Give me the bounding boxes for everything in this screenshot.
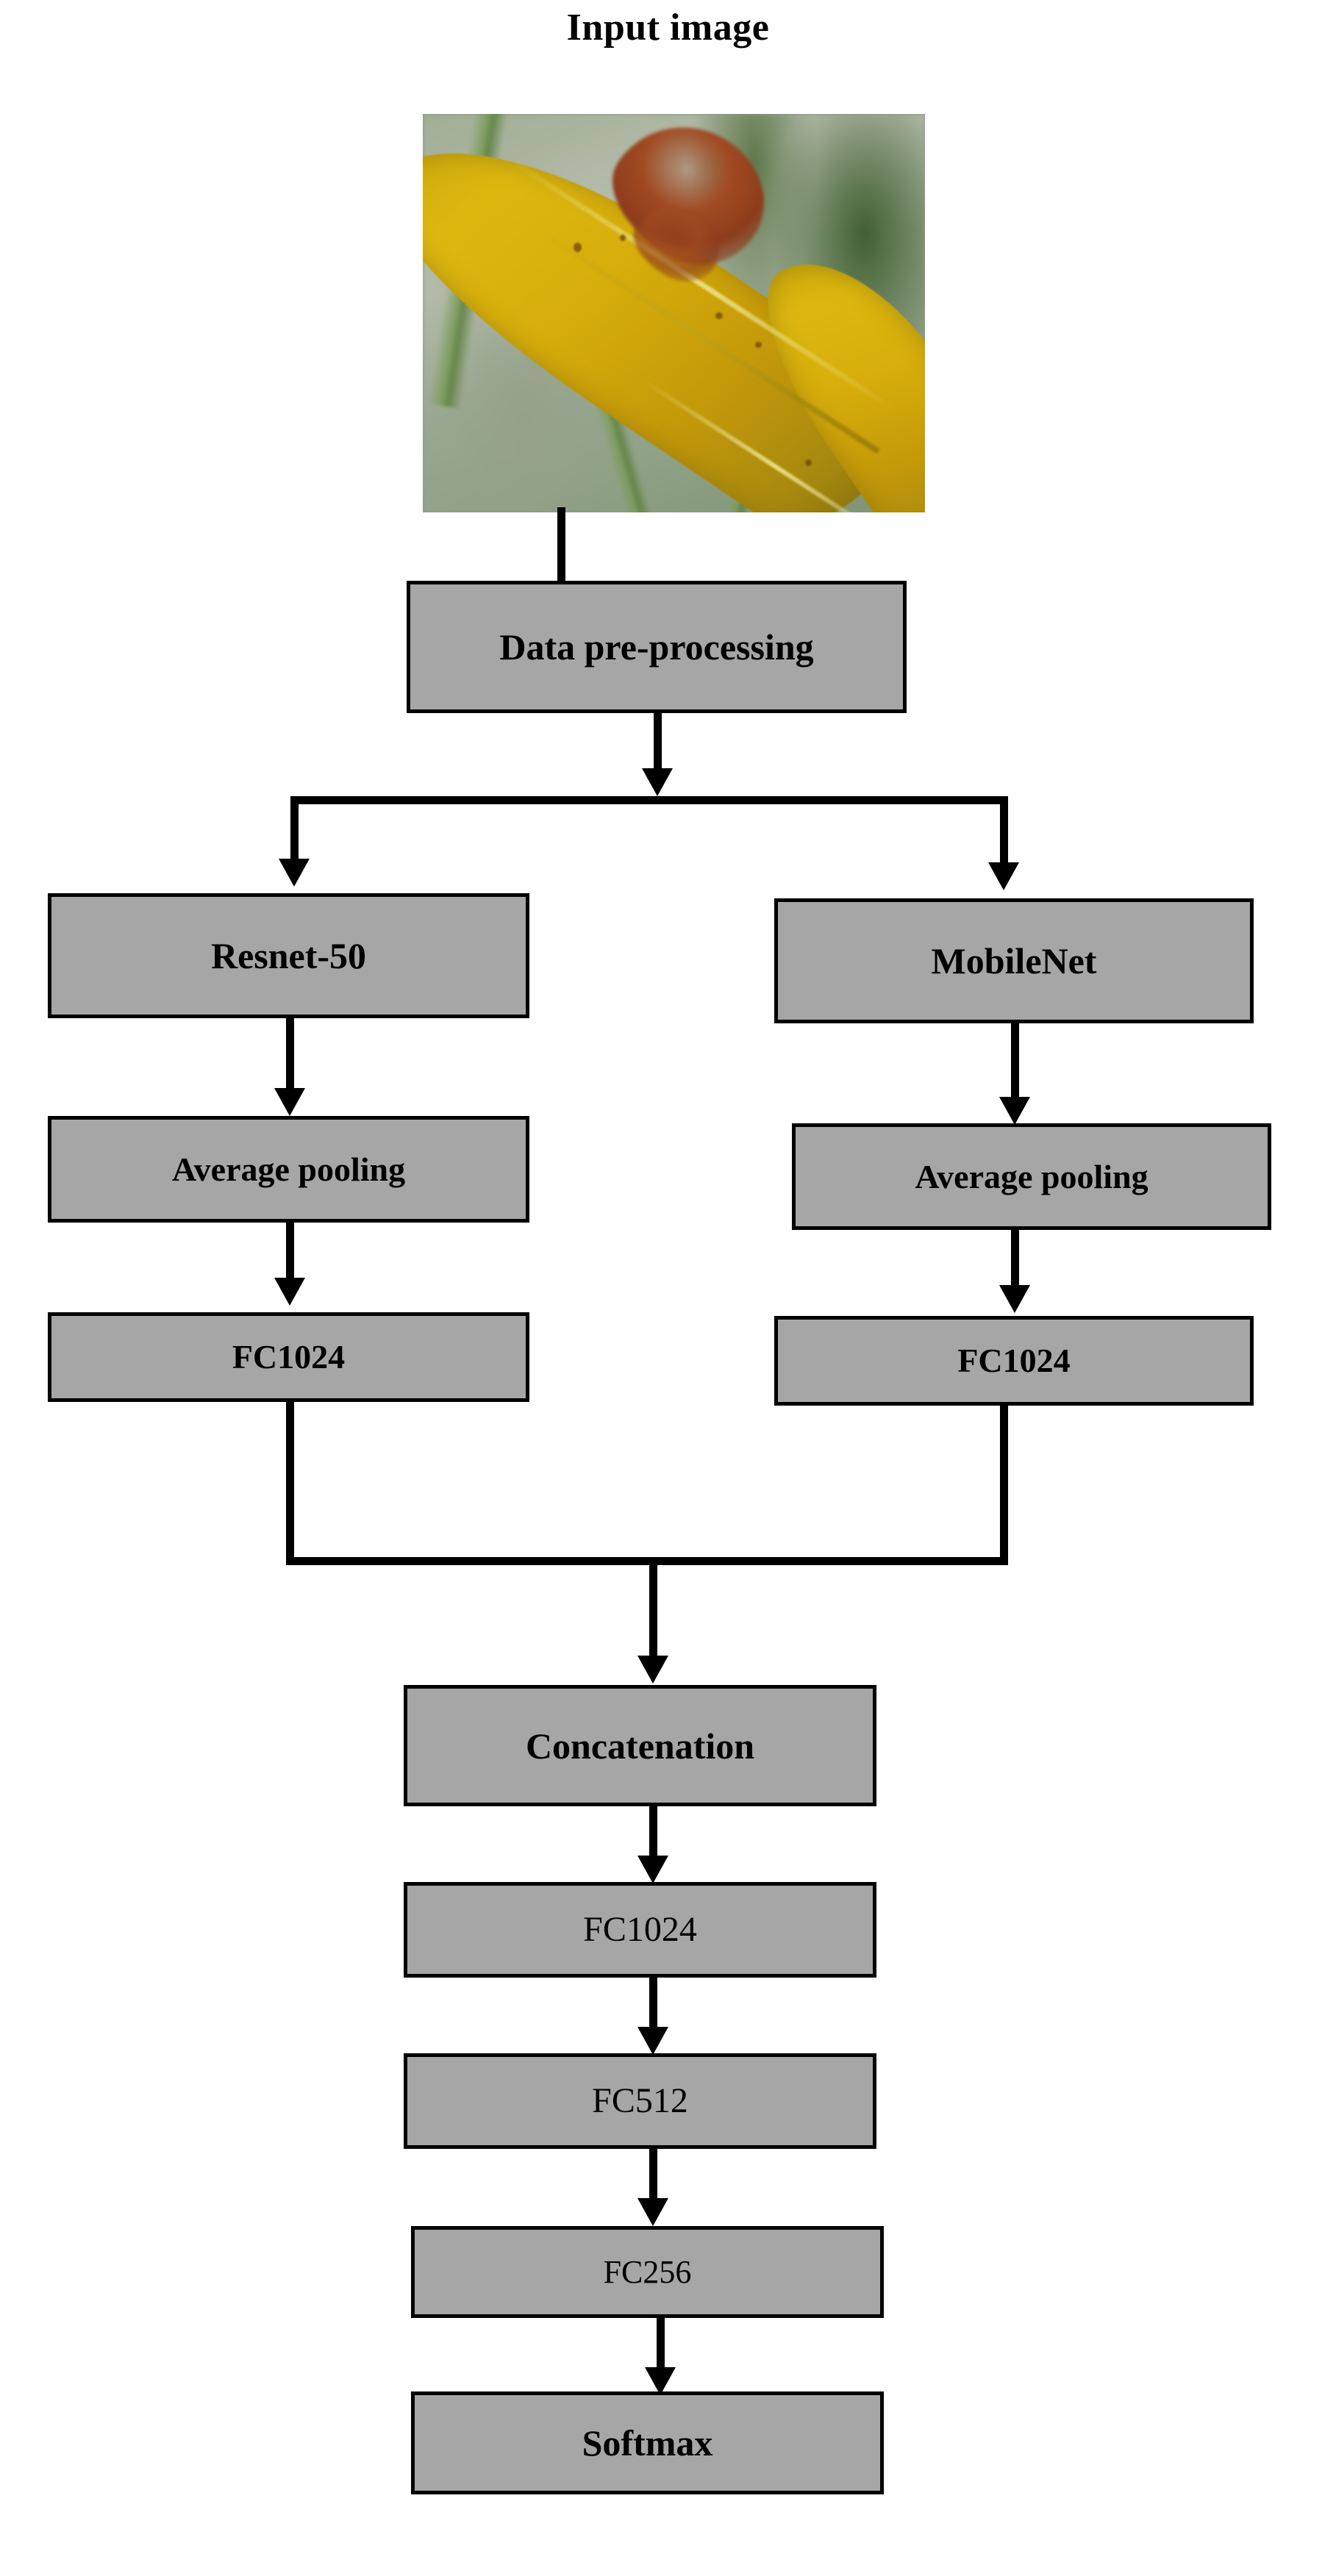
edge-avgpool-to-fc1024-right xyxy=(1011,1230,1019,1292)
arrowhead-preprocessing-to-bus xyxy=(642,768,673,796)
node-label: FC256 xyxy=(603,2253,692,2290)
node-label: Data pre-processing xyxy=(499,626,814,668)
arrowhead-fc512-to-fc256 xyxy=(637,2198,668,2226)
edge-fc1024-to-fc512 xyxy=(649,1978,657,2031)
edge-fc512-to-fc256 xyxy=(649,2149,657,2202)
leaf-speck-4 xyxy=(755,342,762,348)
arrowhead-concatenation-to-fc1024 xyxy=(637,1856,668,1883)
arrowhead-merge-to-concatenation xyxy=(637,1656,668,1684)
arrowhead-bus-to-mobilenet xyxy=(988,862,1019,890)
node-fc256: FC256 xyxy=(411,2226,884,2318)
arrowhead-avgpool-to-fc1024-left xyxy=(274,1278,305,1306)
leaf-speck-5 xyxy=(805,459,812,466)
node-label: Resnet-50 xyxy=(210,935,367,976)
edge-bus-to-resnet xyxy=(290,796,299,866)
edge-resnet-to-avgpool xyxy=(286,1018,294,1095)
node-fc1024-left: FC1024 xyxy=(48,1312,529,1402)
edge-fc1024-right-down xyxy=(1000,1406,1008,1565)
arrowhead-fc1024-to-fc512 xyxy=(637,2027,668,2055)
node-mobilenet: MobileNet xyxy=(774,898,1254,1023)
leaf-speck-1 xyxy=(574,243,582,252)
arrowhead-resnet-to-avgpool xyxy=(274,1088,305,1116)
edge-mobilenet-to-avgpool xyxy=(1011,1023,1019,1104)
node-label: MobileNet xyxy=(931,940,1097,981)
node-resnet50: Resnet-50 xyxy=(48,893,529,1018)
page-title: Input image xyxy=(566,7,770,49)
arrowhead-mobilenet-to-avgpool xyxy=(999,1097,1030,1125)
edge-fc1024-left-down xyxy=(286,1402,294,1565)
node-concatenation: Concatenation xyxy=(404,1685,876,1806)
node-label: Average pooling xyxy=(915,1157,1149,1195)
edge-preprocessing-stem xyxy=(654,713,662,776)
edge-fc256-to-softmax xyxy=(657,2318,665,2371)
input-image xyxy=(423,114,925,512)
node-label: FC1024 xyxy=(232,1338,346,1375)
node-fc1024-right: FC1024 xyxy=(774,1316,1254,1406)
arrowhead-avgpool-to-fc1024-right xyxy=(999,1285,1030,1313)
node-data-pre-processing: Data pre-processing xyxy=(407,581,907,713)
node-fc512: FC512 xyxy=(404,2053,876,2149)
node-label: Softmax xyxy=(582,2422,713,2464)
node-label: FC512 xyxy=(592,2081,688,2120)
arrowhead-fc256-to-softmax xyxy=(645,2367,676,2395)
edge-input-to-preprocessing xyxy=(557,507,565,584)
edge-merge-to-concatenation xyxy=(649,1557,657,1660)
node-softmax: Softmax xyxy=(411,2391,884,2494)
node-avgpool-left: Average pooling xyxy=(48,1116,529,1223)
node-label: Average pooling xyxy=(171,1150,406,1188)
node-fc1024-merged: FC1024 xyxy=(404,1882,876,1978)
edge-concatenation-to-fc1024 xyxy=(649,1806,657,1859)
split-bus xyxy=(290,796,1008,804)
arrowhead-bus-to-resnet xyxy=(279,859,310,887)
edge-bus-to-mobilenet xyxy=(1000,796,1008,870)
node-label: Concatenation xyxy=(525,1725,755,1767)
node-label: FC1024 xyxy=(957,1342,1071,1379)
merge-bus xyxy=(286,1557,1008,1565)
leaf-speck-2 xyxy=(620,235,626,241)
node-avgpool-right: Average pooling xyxy=(792,1123,1271,1230)
edge-avgpool-to-fc1024-left xyxy=(286,1223,294,1285)
node-label: FC1024 xyxy=(583,1910,697,1949)
leaf-speck-3 xyxy=(715,312,723,319)
